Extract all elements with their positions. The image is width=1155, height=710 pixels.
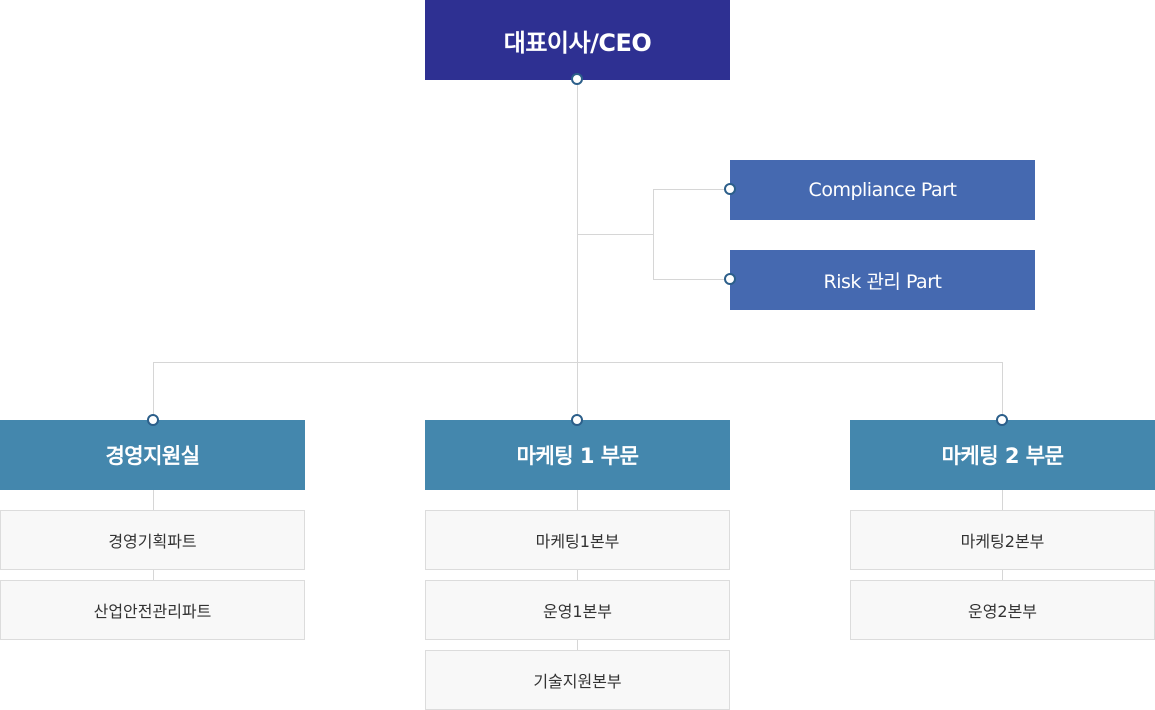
unit-label: 운영2본부	[967, 602, 1038, 621]
division-label: 경영지원실	[105, 444, 200, 468]
ceo-label: 대표이사/CEO	[503, 28, 652, 57]
unit-box: 마케팅2본부	[850, 510, 1155, 570]
staff-compliance-line	[653, 189, 730, 190]
division-horizontal-line	[153, 362, 1003, 363]
unit-label: 경영기획파트	[108, 532, 197, 551]
unit-label: 기술지원본부	[533, 672, 622, 691]
unit-box: 운영1본부	[425, 580, 730, 640]
unit-box: 마케팅1본부	[425, 510, 730, 570]
ceo-box: 대표이사/CEO	[425, 0, 730, 80]
division-label: 마케팅 1 부문	[516, 444, 639, 468]
division-2-connector-dot	[571, 414, 583, 426]
unit-label: 운영1본부	[542, 602, 613, 621]
compliance-part-label: Compliance Part	[808, 179, 957, 201]
ceo-connector-dot	[571, 73, 583, 85]
unit-box: 기술지원본부	[425, 650, 730, 710]
compliance-part-box: Compliance Part	[730, 160, 1035, 220]
unit-box: 운영2본부	[850, 580, 1155, 640]
staff-risk-line	[653, 279, 730, 280]
unit-label: 마케팅2본부	[960, 532, 1045, 551]
staff-branch-line	[577, 234, 653, 235]
unit-label: 산업안전관리파트	[93, 602, 212, 621]
compliance-connector-dot	[724, 183, 736, 195]
division-marketing-1: 마케팅 1 부문	[425, 420, 730, 490]
unit-box: 경영기획파트	[0, 510, 305, 570]
risk-part-label: Risk 관리 Part	[823, 270, 942, 293]
risk-part-box: Risk 관리 Part	[730, 250, 1035, 310]
unit-label: 마케팅1본부	[535, 532, 620, 551]
division-3-connector-dot	[996, 414, 1008, 426]
ceo-trunk-line	[577, 80, 578, 420]
unit-box: 산업안전관리파트	[0, 580, 305, 640]
staff-vertical-line	[653, 189, 654, 279]
division-1-connector-dot	[147, 414, 159, 426]
division-label: 마케팅 2 부문	[941, 444, 1064, 468]
division-right-drop-line	[1002, 362, 1003, 420]
division-marketing-2: 마케팅 2 부문	[850, 420, 1155, 490]
division-management-support: 경영지원실	[0, 420, 305, 490]
division-left-drop-line	[153, 362, 154, 420]
risk-connector-dot	[724, 273, 736, 285]
